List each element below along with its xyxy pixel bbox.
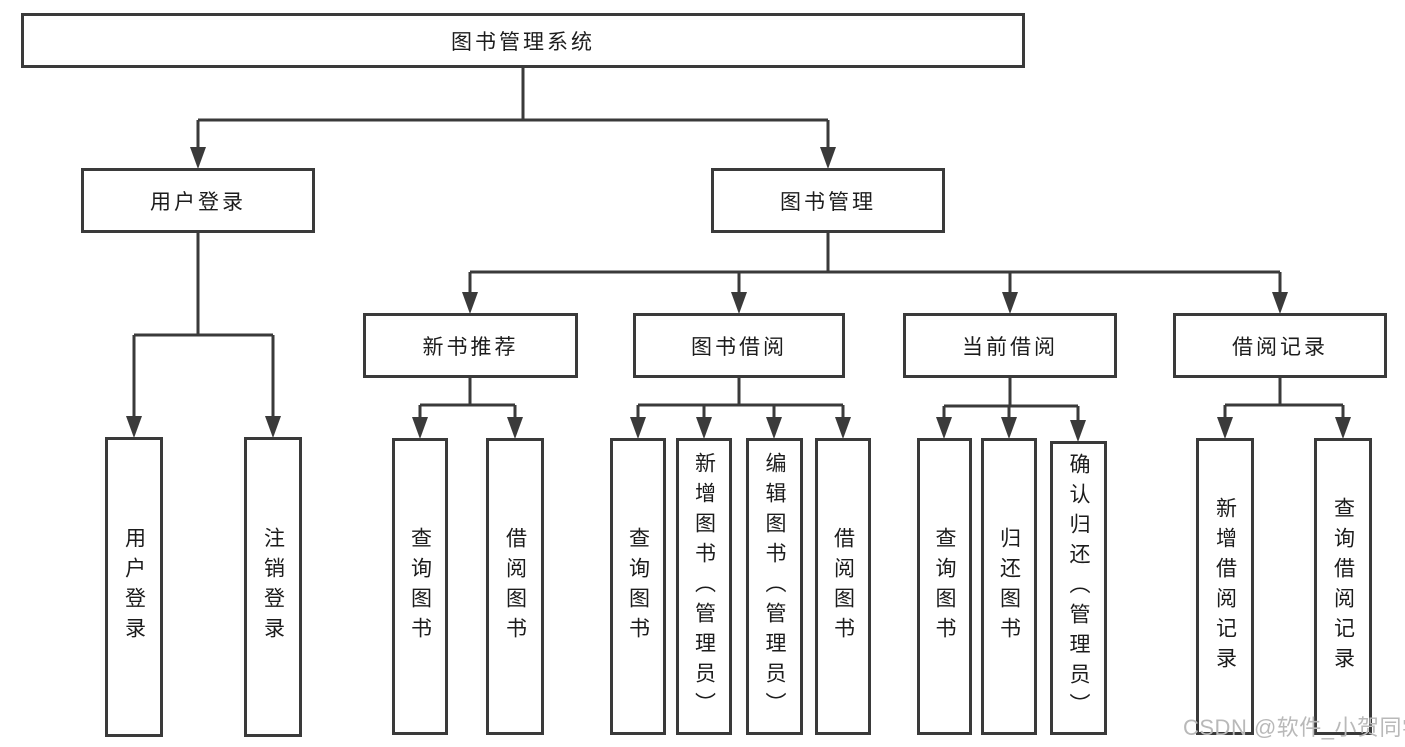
node-label: 查询图书: [933, 526, 956, 647]
node-current-borrowing: 当前借阅: [903, 313, 1117, 378]
node-book-borrowing: 图书借阅: [633, 313, 845, 378]
leaf-br-query-record: 查询借阅记录: [1314, 438, 1372, 735]
node-label: 查询图书: [626, 526, 650, 647]
node-label: 当前借阅: [962, 335, 1058, 359]
node-label: 确认归还（管理员）: [1067, 453, 1090, 723]
node-label: 新书推荐: [422, 335, 519, 359]
node-label: 借阅图书: [831, 526, 855, 647]
node-label: 图书管理系统: [451, 30, 595, 54]
node-root-library-system: 图书管理系统: [21, 13, 1025, 68]
leaf-bb-edit-books-admin: 编辑图书（管理员）: [746, 438, 803, 735]
leaf-nb-borrow-books: 借阅图书: [486, 438, 544, 735]
leaf-br-add-record: 新增借阅记录: [1196, 438, 1254, 735]
node-label: 借阅图书: [503, 526, 527, 647]
node-label: 新增图书（管理员）: [692, 451, 716, 722]
leaf-nb-query-books: 查询图书: [392, 438, 448, 735]
leaf-cb-confirm-return-admin: 确认归还（管理员）: [1050, 441, 1107, 735]
leaf-bb-borrow-books: 借阅图书: [815, 438, 871, 735]
csdn-watermark: CSDN @软件_小贺同学: [1183, 715, 1405, 740]
node-label: 借阅记录: [1232, 335, 1328, 359]
node-label: 新增借阅记录: [1213, 496, 1237, 677]
leaf-user-login: 用户登录: [105, 437, 163, 737]
node-borrowing-records: 借阅记录: [1173, 313, 1387, 378]
leaf-bb-add-books-admin: 新增图书（管理员）: [676, 438, 732, 735]
leaf-cb-query-books: 查询图书: [917, 438, 972, 735]
node-label: 查询图书: [408, 526, 432, 647]
node-user-login: 用户登录: [81, 168, 315, 233]
node-label: 注销登录: [261, 527, 285, 647]
node-new-book-recommend: 新书推荐: [363, 313, 578, 378]
leaf-logout-login: 注销登录: [244, 437, 302, 737]
node-label: 图书借阅: [691, 335, 787, 359]
node-label: 用户登录: [150, 190, 246, 214]
node-label: 图书管理: [780, 190, 876, 214]
node-label: 查询借阅记录: [1331, 496, 1355, 677]
node-label: 用户登录: [122, 527, 146, 647]
leaf-cb-return-books: 归还图书: [981, 438, 1037, 735]
node-book-management: 图书管理: [711, 168, 945, 233]
node-label: 归还图书: [997, 526, 1021, 647]
node-label: 编辑图书（管理员）: [763, 451, 786, 722]
leaf-bb-query-books: 查询图书: [610, 438, 666, 735]
